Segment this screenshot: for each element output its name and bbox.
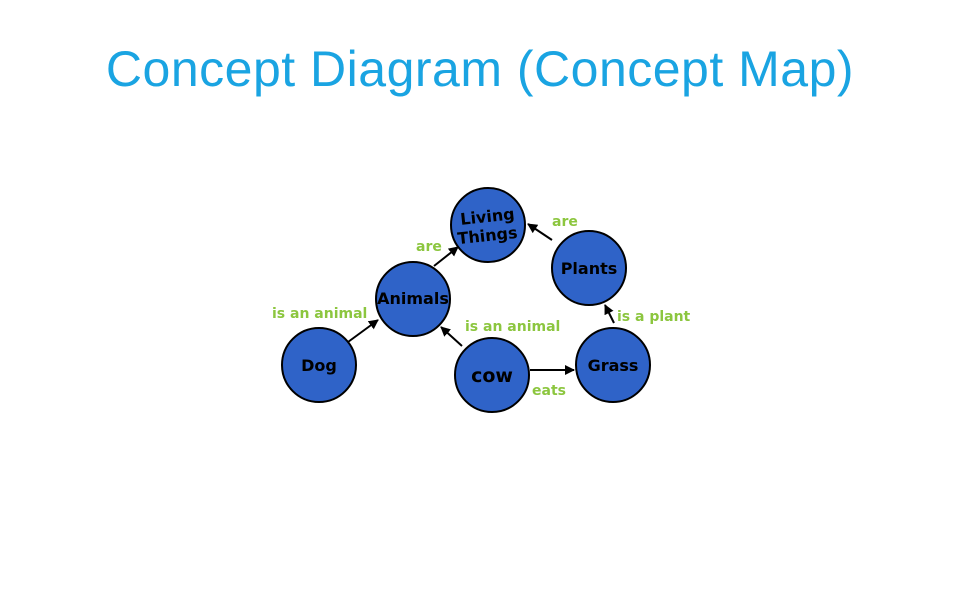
edge-label-plants-are: are xyxy=(552,214,578,230)
node-animals-label: Animals xyxy=(377,289,449,308)
node-dog: Dog xyxy=(281,327,357,403)
edge-cow-to-animals xyxy=(440,326,463,347)
edge-grass-to-plants xyxy=(604,304,615,324)
edge-label-cow-eats: eats xyxy=(532,383,566,399)
node-living-things: Living Things xyxy=(450,187,526,263)
edge-label-cow-is-an-animal: is an animal xyxy=(465,319,560,335)
node-animals: Animals xyxy=(375,261,451,337)
edge-label-dog-is-an-animal: is an animal xyxy=(272,306,367,322)
edge-label-grass-is-a-plant: is a plant xyxy=(617,309,691,325)
node-plants-label: Plants xyxy=(561,259,618,278)
edge-plants-to-living-things xyxy=(527,223,553,241)
node-grass: Grass xyxy=(575,327,651,403)
node-grass-label: Grass xyxy=(588,356,639,375)
node-cow: cow xyxy=(454,337,530,413)
edge-animals-to-living-things xyxy=(433,246,459,267)
node-dog-label: Dog xyxy=(301,356,337,375)
node-plants: Plants xyxy=(551,230,627,306)
edge-dog-to-animals xyxy=(347,319,379,343)
slide-title: Concept Diagram (Concept Map) xyxy=(105,41,855,97)
edge-label-animals-are: are xyxy=(416,239,442,255)
node-cow-label: cow xyxy=(471,365,513,387)
